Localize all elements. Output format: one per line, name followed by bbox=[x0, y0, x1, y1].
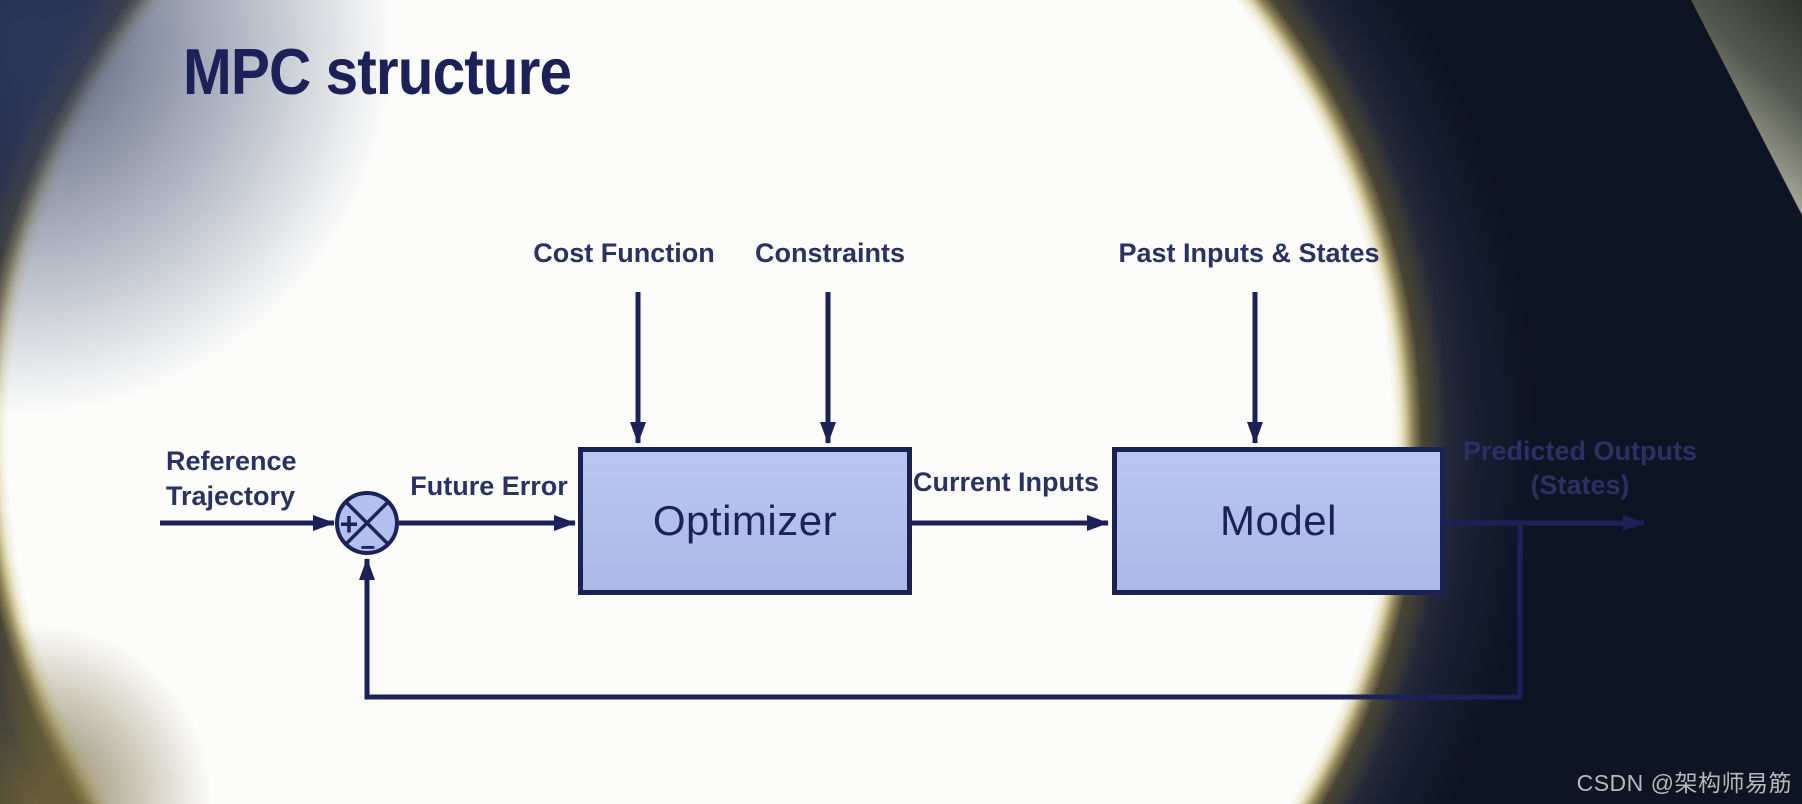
feedback-line bbox=[359, 523, 1523, 700]
model-block: Model bbox=[1112, 447, 1445, 595]
page-title: MPC structure bbox=[183, 35, 572, 108]
reference-trajectory-line1: Reference bbox=[166, 446, 297, 476]
predicted-outputs-line2: (States) bbox=[1530, 470, 1630, 500]
predicted-outputs-label: Predicted Outputs (States) bbox=[1463, 434, 1697, 502]
future-error-label: Future Error bbox=[410, 471, 568, 501]
sum-junction-cross-icon bbox=[344, 500, 390, 546]
optimizer-label: Optimizer bbox=[652, 497, 838, 544]
constraints-label: Constraints bbox=[754, 238, 906, 268]
cost-function-label: Cost Function bbox=[533, 238, 715, 268]
predicted-outputs-line1: Predicted Outputs bbox=[1462, 436, 1698, 466]
past-inputs-states-label: Past Inputs & States bbox=[1118, 238, 1380, 268]
model-label: Model bbox=[1220, 497, 1337, 544]
optimizer-block: Optimizer bbox=[578, 447, 912, 595]
watermark: CSDN @架构师易筋 bbox=[1576, 770, 1792, 796]
sum-junction-minus-sign: − bbox=[360, 532, 376, 562]
current-inputs-label: Current Inputs bbox=[913, 467, 1099, 497]
reference-trajectory-line2: Trajectory bbox=[166, 481, 296, 511]
reference-trajectory-label: Reference Trajectory bbox=[166, 444, 297, 514]
sum-junction-plus-sign: + bbox=[339, 506, 359, 542]
